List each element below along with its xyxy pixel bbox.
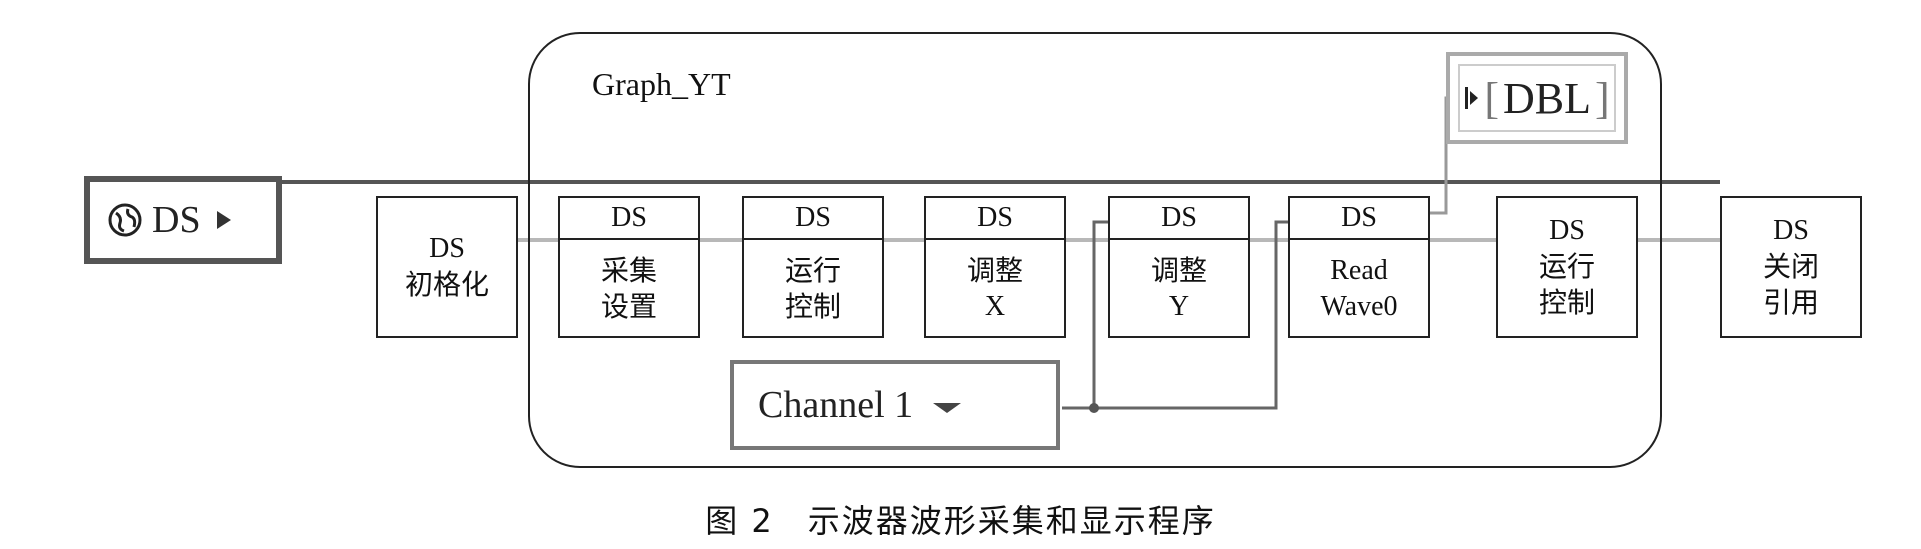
ds-terminal-control[interactable]: DS (84, 176, 282, 264)
globe-icon (108, 203, 142, 237)
node-close-head: DS (1773, 215, 1809, 246)
frame-title: Graph_YT (592, 66, 731, 102)
indicator-label: DBL (1503, 73, 1591, 123)
junction-dot (1089, 403, 1099, 413)
node-run-control-1[interactable]: DS 运行 控制 (742, 196, 884, 338)
node-acquire-head: DS (560, 198, 698, 240)
figure-caption: 图 2 示波器波形采集和显示程序 (705, 502, 1216, 540)
node-adjx-line2: X (984, 291, 1006, 322)
channel-selector[interactable]: Channel 1 (730, 360, 1060, 450)
node-read-wave[interactable]: DS Read Wave0 (1288, 196, 1430, 338)
right-bracket: ] (1595, 73, 1610, 123)
node-acquire-setup[interactable]: DS 采集 设置 (558, 196, 700, 338)
node-adjust-y[interactable]: DS 调整 Y (1108, 196, 1250, 338)
channel-wire-read (1094, 220, 1288, 410)
node-run1-line1: 运行 (784, 254, 841, 287)
node-adjy-line2: Y (1168, 291, 1190, 322)
channel-value: Channel 1 (758, 384, 914, 426)
node-run2-head: DS (1549, 215, 1585, 246)
node-run1-head: DS (744, 198, 882, 240)
node-read-line2: Wave0 (1320, 291, 1398, 322)
node-adjy-line1: 调整 (1150, 254, 1207, 287)
node-adjx-head: DS (926, 198, 1064, 240)
node-close-line3: 引用 (1762, 286, 1819, 319)
node-adjx-line1: 调整 (966, 254, 1023, 287)
graph-yt-frame (528, 32, 1662, 468)
dropdown-arrow-icon[interactable] (933, 403, 962, 413)
node-run2-line2: 运行 (1538, 250, 1595, 283)
node-init[interactable]: DS 初格化 (376, 196, 518, 338)
node-close-line2: 关闭 (1762, 250, 1819, 283)
node-acquire-line1: 采集 (600, 254, 657, 287)
node-acquire-line2: 设置 (600, 290, 657, 323)
node-read-head: DS (1290, 198, 1428, 240)
channel-wire-y (1062, 220, 1108, 410)
node-init-head: DS (429, 233, 465, 264)
node-adjust-x[interactable]: DS 调整 X (924, 196, 1066, 338)
terminal-label: DS (152, 199, 201, 241)
node-adjy-head: DS (1110, 198, 1248, 240)
node-close-reference[interactable]: DS 关闭 引用 (1720, 196, 1862, 338)
left-bracket: [ (1484, 73, 1499, 123)
terminal-arrow-icon (216, 211, 231, 229)
node-run1-line2: 控制 (784, 290, 841, 323)
node-init-label: 初格化 (404, 268, 489, 301)
indicator-icon (1465, 87, 1479, 109)
node-run-control-2[interactable]: DS 运行 控制 (1496, 196, 1638, 338)
node-run2-line3: 控制 (1538, 286, 1595, 319)
dbl-indicator[interactable]: [ DBL ] (1446, 52, 1628, 144)
node-read-line1: Read (1330, 255, 1388, 286)
